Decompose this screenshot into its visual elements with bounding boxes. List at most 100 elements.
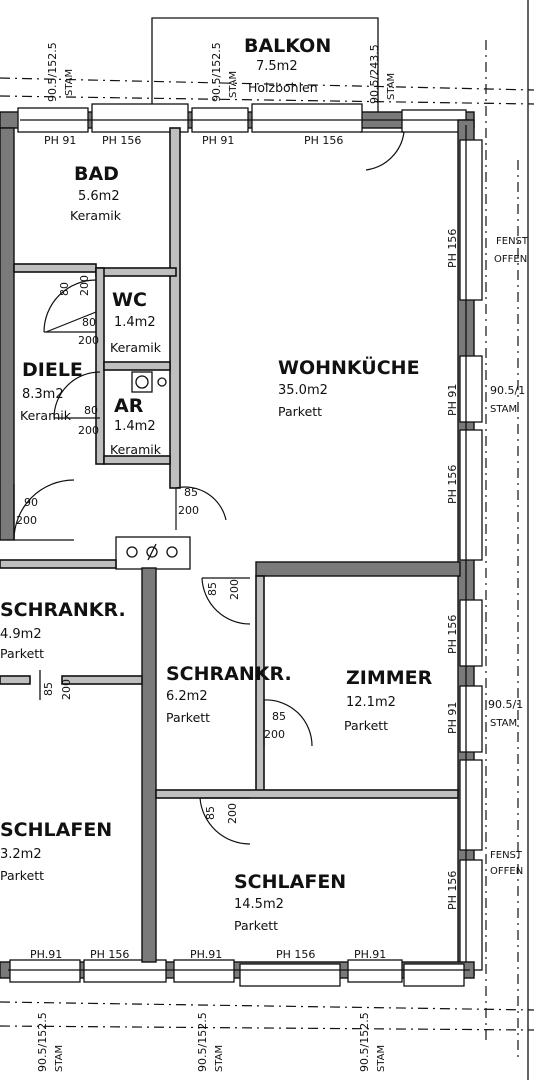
- room-material: Keramik: [20, 408, 72, 423]
- door-width: 80: [82, 316, 96, 329]
- door-width: 85: [272, 710, 286, 723]
- window-label: 90.5/1: [488, 698, 523, 711]
- door-width: 85: [204, 806, 217, 820]
- door-height: 200: [78, 334, 99, 347]
- room-name: BAD: [74, 163, 119, 185]
- exterior-wall-bottom: [0, 959, 475, 987]
- door-width: 90: [24, 496, 38, 509]
- stam-label: STAM: [490, 718, 517, 729]
- ph-label: PH 156: [102, 134, 141, 147]
- room-area: 7.5m2: [256, 59, 298, 74]
- room-material: Parkett: [344, 718, 388, 733]
- door-width: 85: [184, 486, 198, 499]
- ph-label: PH 156: [446, 465, 459, 504]
- room-diele: DIELE 8.3m2 Keramik: [20, 359, 83, 423]
- ph-label: PH 91: [446, 384, 459, 416]
- door-height: 200: [60, 679, 73, 700]
- window-label: 90.5/152.5: [196, 1012, 209, 1072]
- room-name: ZIMMER: [346, 667, 433, 689]
- room-area: 1.4m2: [114, 419, 156, 434]
- room-name: SCHLAFEN: [234, 871, 346, 893]
- room-schrankr-left: SCHRANKR. 4.9m2 Parkett: [0, 599, 126, 661]
- room-material: Parkett: [166, 710, 210, 725]
- window-label: 90.5/1: [490, 384, 525, 397]
- room-name: BALKON: [244, 35, 331, 57]
- room-name: SCHRANKR.: [166, 663, 292, 685]
- room-area: 14.5m2: [234, 897, 284, 912]
- room-material: Parkett: [278, 404, 322, 419]
- ph-label: PH.91: [354, 948, 386, 961]
- door-width: 85: [206, 582, 219, 596]
- room-name: SCHRANKR.: [0, 599, 126, 621]
- stam-label: STAM: [490, 404, 517, 415]
- room-area: 4.9m2: [0, 627, 42, 642]
- stam-label: STAM: [376, 1045, 387, 1072]
- room-material: Parkett: [0, 646, 44, 661]
- fenster-label: FENST: [490, 850, 523, 861]
- ph-label: PH 156: [446, 871, 459, 910]
- room-area: 5.6m2: [78, 189, 120, 204]
- door-labels: 80 200 80 200 80 200 90 200 85 200 85 20…: [16, 275, 286, 824]
- ph-label: PH 156: [446, 229, 459, 268]
- ph-label: PH 91: [446, 702, 459, 734]
- room-ar: AR 1.4m2 Keramik: [110, 395, 162, 457]
- room-name: WC: [112, 289, 147, 311]
- room-area: 3.2m2: [0, 847, 42, 862]
- door-width: 85: [42, 682, 55, 696]
- window-label: 90.5/152.5: [46, 42, 59, 102]
- room-material: Keramik: [110, 340, 162, 355]
- offen-label: OFFEN: [490, 866, 523, 877]
- exterior-wall-left: [0, 127, 15, 541]
- room-bad: BAD 5.6m2 Keramik: [70, 163, 122, 223]
- window-label: 90.5/152.5: [210, 42, 223, 102]
- room-name: DIELE: [22, 359, 83, 381]
- window-label: 90.5/152.5: [36, 1012, 49, 1072]
- ph-label: PH 156: [304, 134, 343, 147]
- room-material: Parkett: [0, 868, 44, 883]
- stam-label: STAM: [64, 69, 75, 96]
- ph-label: PH 156: [446, 615, 459, 654]
- room-wc: WC 1.4m2 Keramik: [110, 289, 162, 355]
- door-width: 80: [84, 404, 98, 417]
- room-name: SCHLAFEN: [0, 819, 112, 841]
- exterior-wall-right: [457, 119, 483, 976]
- room-schrankr-mid: SCHRANKR. 6.2m2 Parkett: [166, 663, 292, 725]
- door-height: 200: [78, 424, 99, 437]
- ph-label: PH.91: [190, 948, 222, 961]
- stam-label: STAM: [214, 1045, 225, 1072]
- room-schlafen-left: SCHLAFEN 3.2m2 Parkett: [0, 819, 112, 883]
- room-material: Parkett: [234, 918, 278, 933]
- door-height: 200: [16, 514, 37, 527]
- window-label: 90.5/243.5: [368, 44, 381, 104]
- stam-label: STAM: [228, 71, 239, 98]
- room-area: 6.2m2: [166, 689, 208, 704]
- ph-label: PH 156: [90, 948, 129, 961]
- window-labels: 90.5/152.5 STAM 90.5/152.5 STAM 90.5/243…: [36, 42, 529, 1072]
- room-material: Keramik: [70, 208, 122, 223]
- room-wohnkueche: WOHNKÜCHE 35.0m2 Parkett: [278, 355, 420, 419]
- offen-label: OFFEN: [494, 254, 527, 265]
- stam-label: STAM: [54, 1045, 65, 1072]
- room-name: WOHNKÜCHE: [278, 355, 420, 379]
- room-balkon: BALKON 7.5m2 Holzbohlen: [244, 35, 331, 95]
- doors: [13, 131, 405, 845]
- ph-label: PH 91: [44, 134, 76, 147]
- ph-label: PH 156: [276, 948, 315, 961]
- door-height: 200: [78, 275, 91, 296]
- room-zimmer: ZIMMER 12.1m2 Parkett: [344, 667, 433, 733]
- ph-label: PH 91: [202, 134, 234, 147]
- ph-label: PH.91: [30, 948, 62, 961]
- fixtures: [131, 371, 167, 393]
- room-area: 1.4m2: [114, 315, 156, 330]
- room-area: 12.1m2: [346, 695, 396, 710]
- room-area: 35.0m2: [278, 383, 328, 398]
- room-name: AR: [114, 395, 144, 417]
- room-schlafen-main: SCHLAFEN 14.5m2 Parkett: [234, 871, 346, 933]
- room-area: 8.3m2: [22, 387, 64, 402]
- door-height: 200: [178, 504, 199, 517]
- fenster-label: FENST: [496, 236, 529, 247]
- exterior-wall-top: [0, 103, 475, 133]
- room-material: Keramik: [110, 442, 162, 457]
